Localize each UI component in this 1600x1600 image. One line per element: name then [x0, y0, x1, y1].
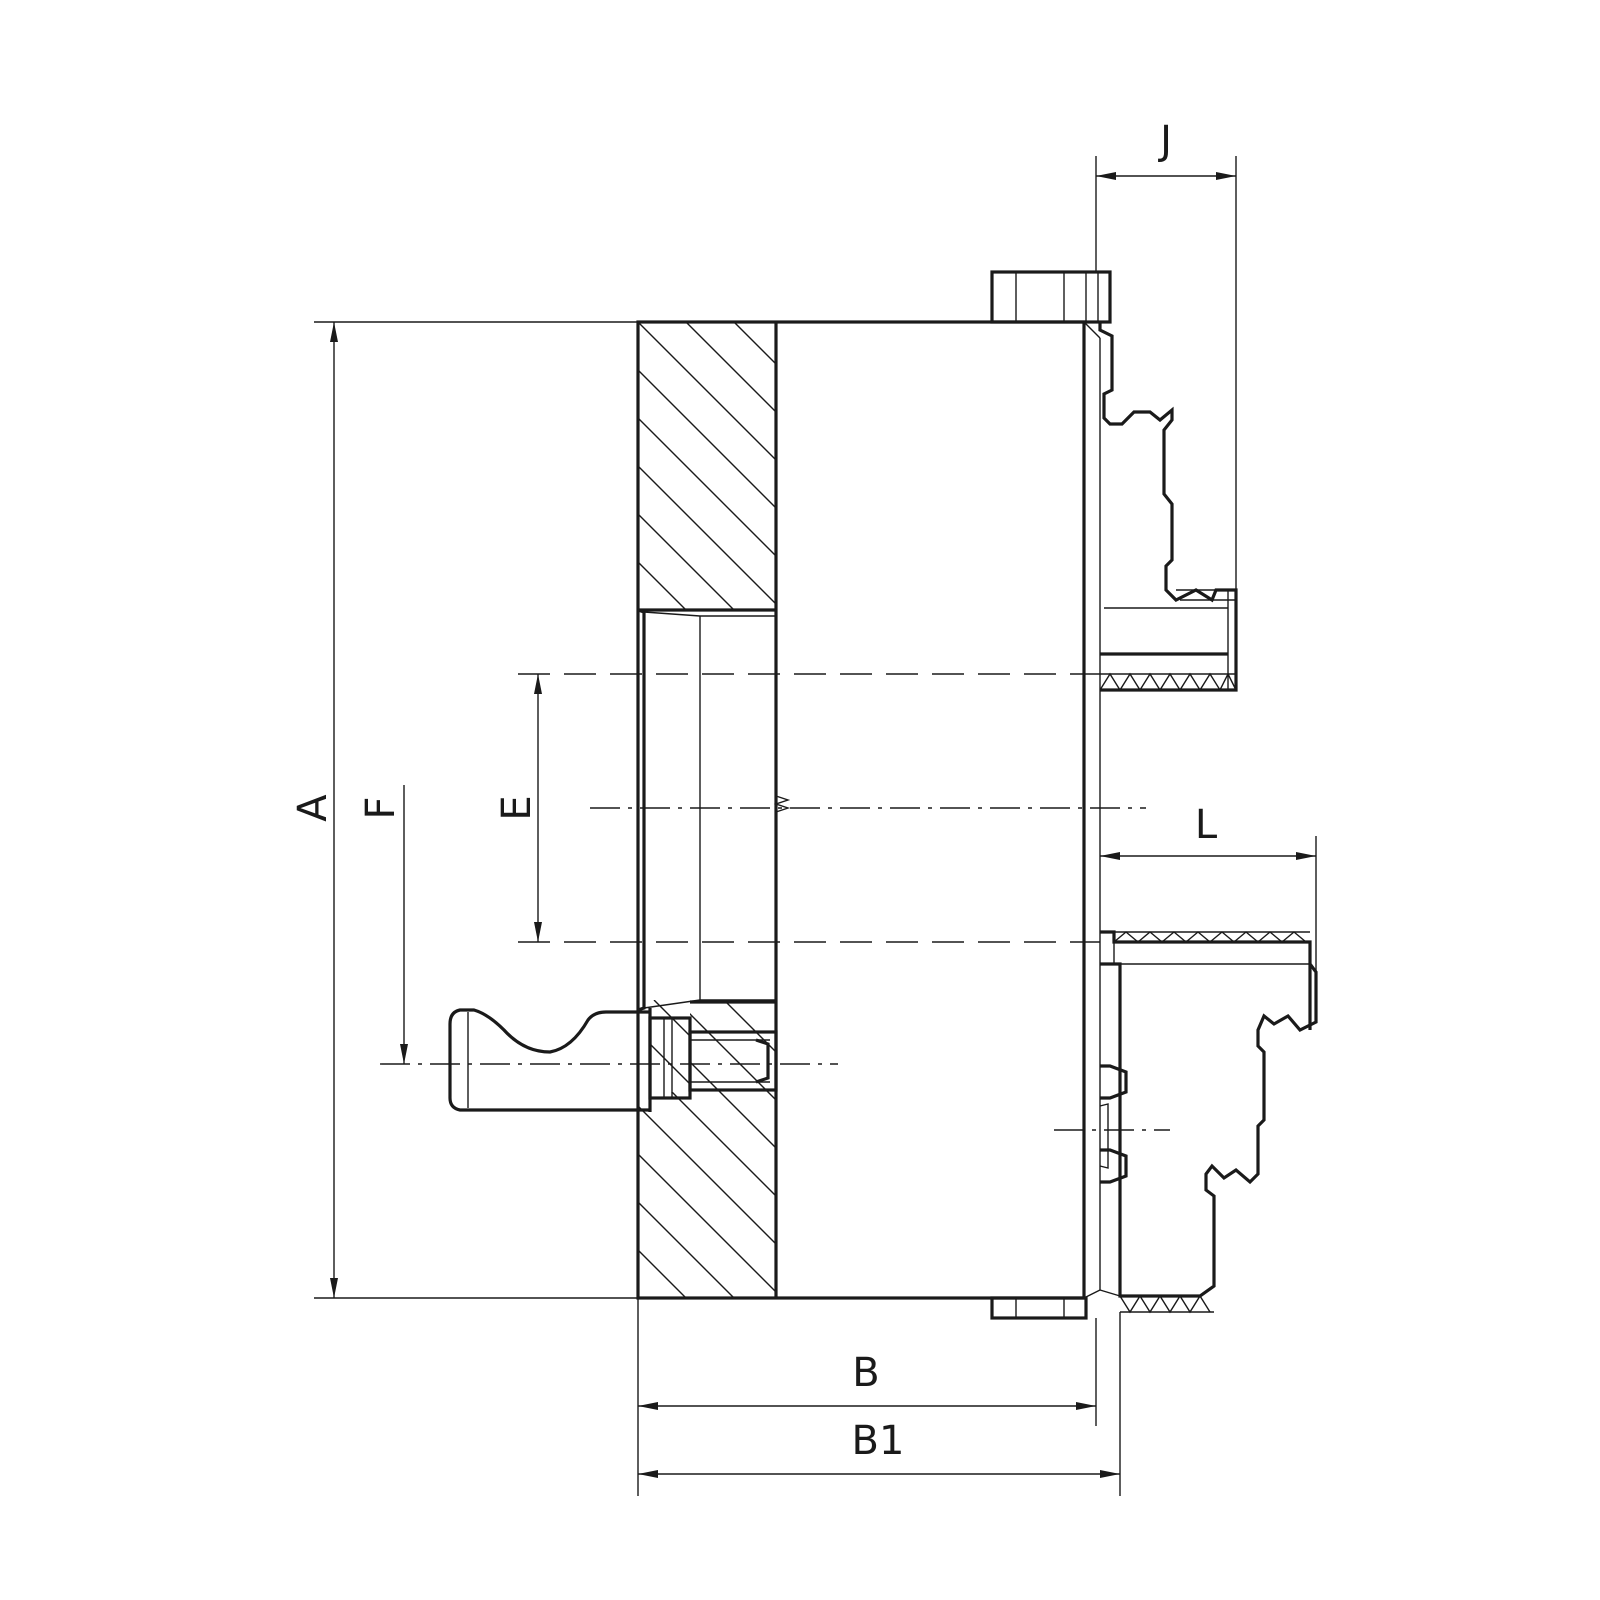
hatch-line — [926, 322, 1214, 610]
hatch-line — [918, 1002, 1214, 1298]
dimension-l — [1100, 836, 1317, 972]
chuck-body — [636, 320, 1101, 1300]
hatch-line — [638, 322, 776, 461]
hatch-line — [725, 1002, 776, 1298]
label-b: B — [852, 1350, 879, 1396]
hatch-line — [638, 1002, 687, 1298]
dimension-j — [1095, 156, 1237, 590]
label-f: F — [358, 796, 404, 819]
hatch-line — [638, 561, 687, 610]
jaw-slide-bottom — [1099, 1064, 1128, 1297]
hatched-section-top — [638, 322, 1262, 610]
label-a: A — [290, 794, 336, 822]
hatch-line — [1014, 1002, 1310, 1298]
label-e: E — [494, 795, 540, 820]
hatch-line — [638, 1002, 639, 1298]
pinion-screw-bottom — [990, 1296, 1088, 1320]
hatch-line — [638, 609, 639, 610]
hatch-line — [702, 1000, 794, 1092]
hatch-line — [638, 1002, 776, 1298]
jaw-top — [1098, 322, 1238, 692]
hatch-line — [650, 1000, 690, 1092]
hatch-line — [677, 1002, 776, 1298]
hatch-line — [653, 1000, 690, 1092]
hatch-line — [773, 1002, 776, 1298]
hatch-line — [638, 1002, 776, 1298]
hatch-line — [638, 513, 735, 610]
dimension-b1 — [638, 1312, 1121, 1496]
hatch-line — [638, 369, 776, 509]
hatch-line — [822, 1002, 1118, 1298]
hatched-section-bottom — [638, 1002, 1310, 1298]
label-b1: B1 — [852, 1418, 905, 1464]
hatch-line — [650, 1000, 651, 1092]
bore-recess — [637, 608, 791, 1012]
center-lines — [380, 673, 1170, 1131]
hatch-line — [878, 322, 1166, 610]
chuck-key — [448, 1008, 692, 1112]
pinion-screw-top — [990, 270, 1112, 324]
hatch-line — [830, 322, 1118, 610]
label-j: J — [1157, 118, 1172, 164]
hatch-line — [638, 465, 776, 605]
hatch-line — [638, 1002, 776, 1298]
hatched-section-small — [650, 1000, 794, 1092]
hatch-line — [638, 1002, 776, 1298]
hatch-line — [974, 322, 1262, 610]
hatch-line — [638, 417, 776, 557]
hatch-line — [638, 1002, 735, 1298]
label-l: L — [1195, 802, 1218, 848]
hatch-line — [782, 322, 1070, 610]
hatch-line — [685, 322, 776, 413]
dimension-b — [637, 1298, 1097, 1496]
jaw-middle — [1100, 930, 1318, 1314]
dimension-a — [314, 321, 638, 1299]
threaded-hole — [688, 1030, 778, 1092]
